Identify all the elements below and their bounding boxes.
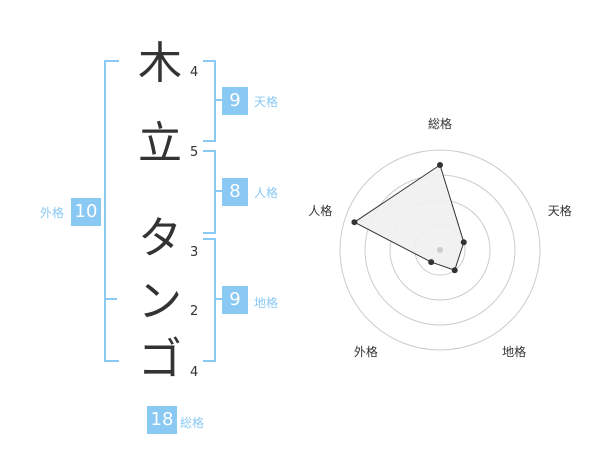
stroke-count-3: 3 (190, 245, 199, 260)
stroke-count-2: 5 (190, 145, 199, 160)
radar-data-point (451, 267, 458, 274)
tenkaku-label: 天格 (254, 95, 279, 109)
chikaku-badge: 9 (222, 286, 248, 314)
jinkaku-label: 人格 (254, 186, 279, 200)
soukaku-badge: 18 (147, 406, 177, 434)
radar-grid-ring (339, 149, 541, 351)
name-char-1: 木 (138, 38, 182, 89)
radar-data-point (428, 259, 435, 266)
radar-axis-label: 天格 (548, 203, 572, 218)
radar-axis-label: 地格 (502, 344, 526, 359)
stroke-count-4: 2 (190, 304, 199, 319)
chikaku-connector (214, 298, 222, 300)
radar-data-point (460, 239, 467, 246)
gaikaku-label: 外格 (40, 206, 65, 220)
stroke-count-5: 4 (190, 365, 199, 380)
stroke-count-1: 4 (190, 65, 199, 80)
radar-axis-label: 総格 (428, 116, 452, 131)
tenkaku-connector (214, 99, 222, 101)
jinkaku-connector (214, 190, 222, 192)
chikaku-bracket (203, 238, 216, 362)
jinkaku-badge: 8 (222, 178, 248, 206)
chikaku-label: 地格 (254, 296, 279, 310)
name-char-5: ゴ (138, 334, 182, 385)
gaikaku-bracket (104, 60, 119, 362)
radar-axis-label: 人格 (308, 203, 332, 218)
tenkaku-badge: 9 (222, 87, 248, 115)
bracket-divider (104, 298, 117, 300)
jinkaku-bracket (203, 150, 216, 234)
tenkaku-bracket (203, 60, 216, 142)
name-char-3: タ (138, 213, 182, 264)
gaikaku-badge: 10 (71, 198, 101, 226)
radar-data-point (437, 162, 443, 168)
name-char-2: 立 (138, 118, 182, 169)
name-char-4: ン (138, 276, 182, 327)
radar-series-area (353, 164, 465, 271)
radar-axis-label: 外格 (354, 344, 378, 359)
soukaku-label: 総格 (180, 416, 205, 430)
radar-center-point (437, 247, 443, 253)
radar-data-point (351, 219, 358, 226)
